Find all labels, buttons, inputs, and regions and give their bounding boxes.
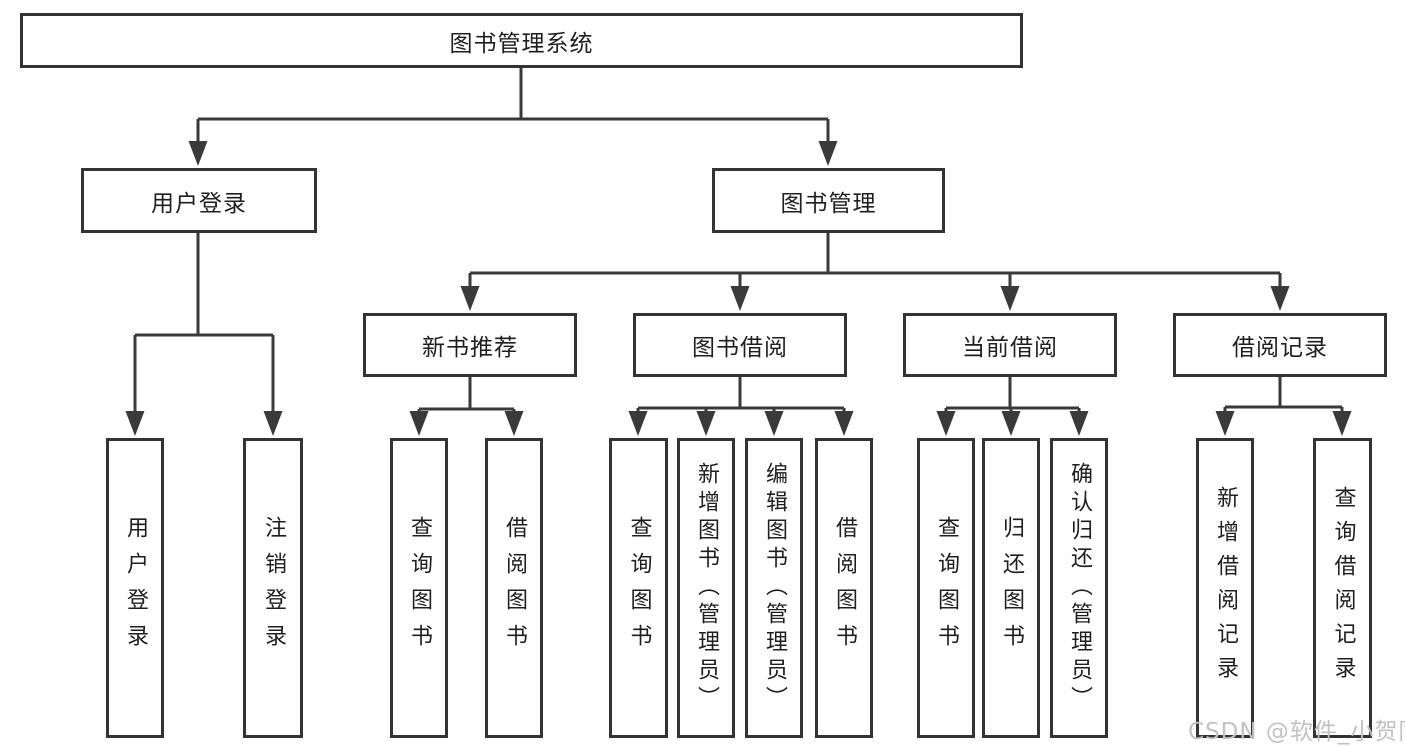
node-label: 查询图书 xyxy=(407,516,432,660)
node-borrowing-records: 借阅记录 xyxy=(1173,313,1387,377)
node-label: 新书推荐 xyxy=(422,335,518,361)
node-book-borrowing: 图书借阅 xyxy=(633,313,847,377)
leaf-query-books-newrec: 查询图书 xyxy=(390,438,448,738)
node-label: 图书管理 xyxy=(780,190,877,217)
node-label: 新增图书（管理员） xyxy=(694,462,719,714)
node-label: 当前借阅 xyxy=(962,335,1058,361)
node-label: 查询图书 xyxy=(934,516,959,660)
leaf-borrow-books-newrec: 借阅图书 xyxy=(485,438,543,738)
node-label: 查询借阅记录 xyxy=(1330,486,1356,690)
leaf-query-borrow-record: 查询借阅记录 xyxy=(1313,438,1372,738)
leaf-return-book: 归还图书 xyxy=(982,438,1040,738)
node-current-borrowing: 当前借阅 xyxy=(903,313,1117,377)
node-user-login: 用户登录 xyxy=(81,168,317,233)
node-book-management: 图书管理 xyxy=(712,168,945,233)
leaf-confirm-return-admin: 确认归还（管理员） xyxy=(1050,438,1108,738)
node-label: 用户登录 xyxy=(151,190,247,217)
node-label: 确认归还（管理员） xyxy=(1067,462,1092,714)
node-label: 图书借阅 xyxy=(692,335,788,361)
node-label: 图书管理系统 xyxy=(449,30,594,57)
node-label: 编辑图书（管理员） xyxy=(762,462,787,714)
watermark-text: CSDN @软件_小贺同学 xyxy=(1188,719,1405,745)
leaf-add-borrow-record: 新增借阅记录 xyxy=(1196,438,1254,738)
node-library-system: 图书管理系统 xyxy=(20,13,1023,68)
node-label: 借阅图书 xyxy=(502,516,527,660)
leaf-user-login: 用户登录 xyxy=(106,438,164,738)
node-label: 注销登录 xyxy=(261,516,286,660)
leaf-logout-login: 注销登录 xyxy=(243,438,303,738)
node-label: 查询图书 xyxy=(626,516,652,660)
leaf-query-books-current: 查询图书 xyxy=(917,438,975,738)
node-label: 借阅图书 xyxy=(832,516,857,660)
node-new-book-recommend: 新书推荐 xyxy=(363,313,577,377)
node-label: 借阅记录 xyxy=(1232,335,1328,361)
leaf-add-book-admin: 新增图书（管理员） xyxy=(677,438,735,738)
node-label: 新增借阅记录 xyxy=(1213,486,1238,690)
node-label: 归还图书 xyxy=(999,516,1024,660)
node-label: 用户登录 xyxy=(123,516,148,660)
leaf-borrow-books-borrow: 借阅图书 xyxy=(815,438,873,738)
leaf-edit-book-admin: 编辑图书（管理员） xyxy=(745,438,803,738)
leaf-query-books-borrow: 查询图书 xyxy=(609,438,668,738)
